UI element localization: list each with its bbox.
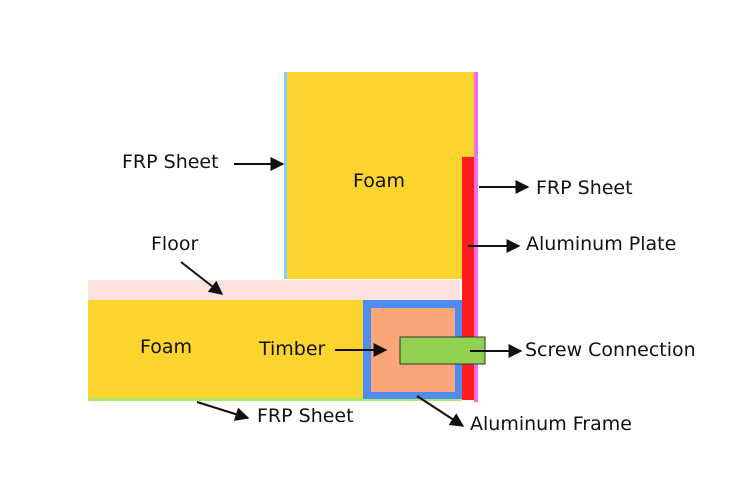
frp-sheet-wall-left — [284, 72, 287, 279]
arrow-floor — [180, 261, 224, 295]
arrow-aluminum-frame — [416, 395, 465, 427]
lower-foam-panel — [88, 300, 363, 399]
frp-sheet-wall-right — [474, 72, 478, 402]
frp-sheet-bottom — [88, 398, 462, 401]
arrow-frp-sheet-bottom — [196, 401, 250, 421]
label-screw-connection: Screw Connection — [525, 339, 696, 361]
label-aluminum-plate: Aluminum Plate — [526, 233, 677, 255]
label-floor: Floor — [151, 233, 199, 255]
label-frp-sheet-bottom: FRP Sheet — [257, 405, 354, 427]
upper-foam-panel — [286, 72, 476, 279]
label-aluminum-frame: Aluminum Frame — [470, 413, 632, 435]
label-timber: Timber — [259, 338, 326, 360]
label-foam-lower: Foam — [140, 336, 193, 358]
label-foam-upper: Foam — [353, 170, 406, 192]
label-frp-sheet-right: FRP Sheet — [536, 177, 633, 199]
floor-layer — [88, 280, 460, 300]
label-frp-sheet-left: FRP Sheet — [122, 151, 219, 173]
